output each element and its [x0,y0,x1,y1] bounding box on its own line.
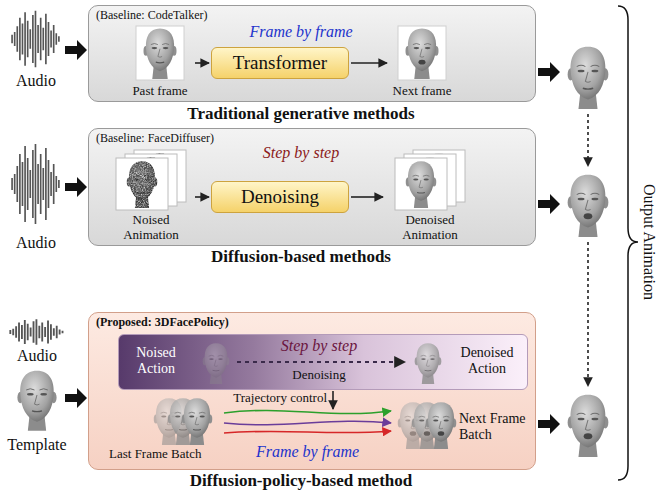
process-box: Transformer [211,47,349,79]
panel-title: Diffusion-policy-based method [190,471,412,491]
flow-arrow [351,63,387,64]
audio-waveform [12,144,59,224]
face-batch [393,401,463,449]
output-face [568,175,609,237]
input-label: Template [7,436,66,454]
band-text: Denoised Action [449,345,525,377]
process-note: Step by step [281,337,357,355]
process-box: Denoising [211,181,349,213]
arrow-line [195,196,209,198]
output-arrow [538,194,560,214]
box-label: Denoising [241,186,319,208]
control-label: Trajectory control [233,391,327,406]
audio-waveform [10,319,62,344]
figure-caption: Next Frame Batch [459,411,529,443]
figure-caption: Noised Animation [109,213,193,243]
input-label: Audio [16,234,56,252]
trajectory-curve [224,410,391,413]
process-note: Step by step [263,144,339,162]
trajectory-curve [224,421,391,424]
figure-caption: Last Frame Batch [109,447,219,462]
arrow-line [195,62,209,64]
batch-figure: Next Frame Batch [393,397,532,467]
output-arrow [538,414,560,434]
animation-stack [394,149,466,211]
animation-stack [115,149,187,211]
trajectory-curve [224,431,391,433]
process-note: Frame by frame [249,23,352,41]
animation-figure: Denoised Animation [385,149,475,243]
template-face [17,371,56,431]
output-face [568,395,609,457]
batch-figure: Last Frame Batch [109,397,222,467]
face-batch [149,397,219,445]
output-arrow [538,62,560,82]
flow-arrow [351,197,383,198]
panel-title: Traditional generative methods [187,104,414,124]
box-label: Transformer [233,52,327,74]
edge-label: Frame by frame [256,443,359,461]
animation-figure: Noised Animation [109,149,193,243]
output-face [568,47,609,109]
arrow-line [351,62,387,64]
band-text: Noised Action [123,345,189,377]
frame-figure: Next frame [389,25,455,99]
sequence-arrow [587,242,589,386]
arrow-line [351,196,383,198]
sequence-arrow [587,114,589,166]
input-label: Audio [16,72,56,90]
band-text: Denoising [292,368,345,383]
baseline-panel: (Baseline: FaceDiffuser)Step by stepDiff… [88,128,536,246]
figure-caption: Next frame [389,84,455,99]
panel-heading: (Baseline: FaceDiffuser) [96,132,214,146]
output-brace [618,6,638,480]
input-arrow [65,388,87,408]
frame-figure: Past frame [127,25,193,99]
flow-arrow [195,197,209,198]
input-arrow [65,40,87,60]
baseline-panel: (Baseline: CodeTalker)Frame by frameTrad… [88,5,536,102]
trajectory-arrows [224,410,391,433]
panel-heading: (Baseline: CodeTalker) [96,9,207,23]
control-arrow [332,391,334,409]
input-arrow [65,177,87,197]
output-label: Output Animation [640,184,658,300]
figure-caption: Denoised Animation [385,213,475,243]
flow-arrow [195,63,209,64]
audio-waveform [12,11,59,67]
face-frame [135,25,185,81]
face-frame [397,25,447,81]
panel-title: Diffusion-based methods [211,247,391,267]
panel-heading: (Proposed: 3DFacePolicy) [96,316,229,330]
figure-caption: Past frame [127,84,193,99]
denoising-band: Noised Action Step by stepDenoising Denois… [118,334,528,390]
input-label: Audio [17,347,57,365]
